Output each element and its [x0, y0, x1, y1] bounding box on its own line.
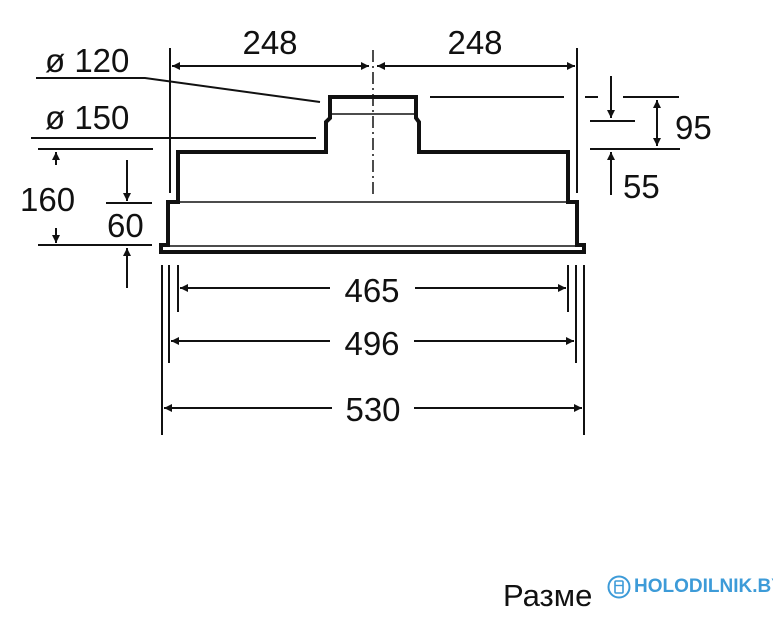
dim-label-height-55: 55 [623, 168, 660, 205]
dim-label-width-465: 465 [344, 272, 399, 309]
dim-label-width-496: 496 [344, 325, 399, 362]
watermark-text: HOLODILNIK.BY [634, 576, 773, 597]
dim-label-diameter-120: ø 120 [45, 42, 129, 79]
dim-label-height-160: 160 [20, 181, 75, 218]
dim-label-height-95: 95 [675, 109, 712, 146]
dim-label-top-right: 248 [447, 24, 502, 61]
hood-outline [159, 95, 586, 254]
dim-label-width-530: 530 [345, 391, 400, 428]
leader-line [36, 77, 321, 103]
watermark-logo: HOLODILNIK.BY [607, 575, 773, 599]
dim-label-height-60: 60 [107, 207, 144, 244]
dim-label-diameter-150: ø 150 [45, 99, 129, 136]
dim-label-top-left: 248 [242, 24, 297, 61]
fridge-icon [607, 575, 631, 599]
caption-text: Разме [503, 578, 593, 613]
